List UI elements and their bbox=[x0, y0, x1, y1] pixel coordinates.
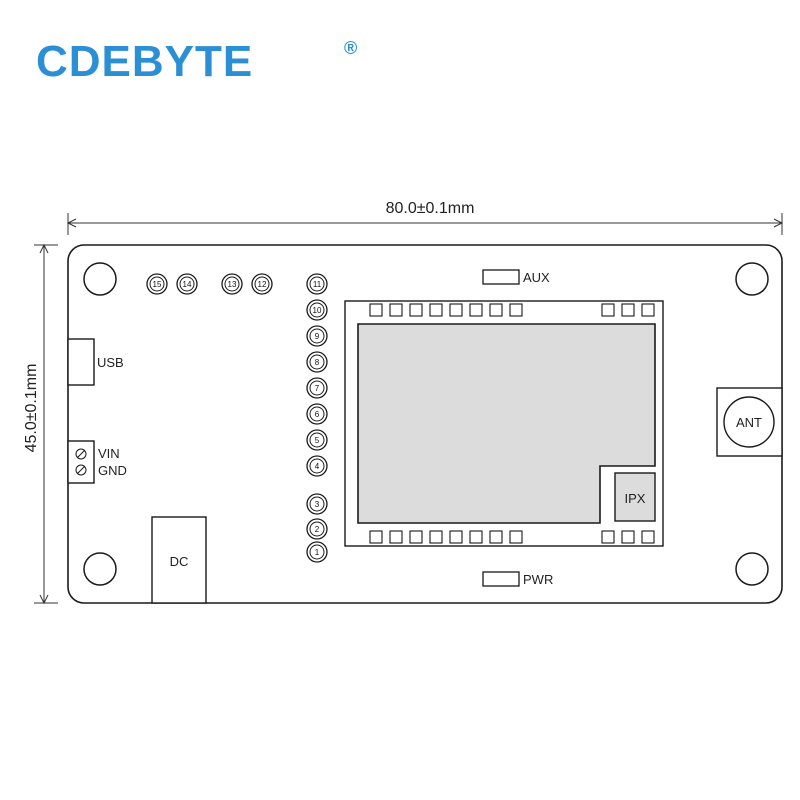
module-pads bbox=[369, 303, 655, 544]
pwr-label: PWR bbox=[523, 572, 553, 587]
pin-number: 14 bbox=[183, 280, 192, 289]
terminal-screw-icon bbox=[75, 448, 87, 476]
module-pad bbox=[489, 303, 503, 317]
pin-number: 1 bbox=[315, 548, 320, 557]
module-pad bbox=[641, 530, 655, 544]
pin-number: 9 bbox=[315, 332, 320, 341]
pin-14: 14 bbox=[176, 273, 198, 295]
pin-number: 5 bbox=[315, 436, 320, 445]
pin-6: 6 bbox=[306, 403, 328, 425]
module-pad bbox=[429, 303, 443, 317]
pin-12: 12 bbox=[251, 273, 273, 295]
module-pad bbox=[409, 530, 423, 544]
pin-number: 7 bbox=[315, 384, 320, 393]
pin-number: 2 bbox=[315, 525, 320, 534]
module-pad bbox=[641, 303, 655, 317]
module-pad bbox=[369, 530, 383, 544]
module-pad bbox=[469, 530, 483, 544]
pwr-led bbox=[482, 571, 520, 587]
module-body bbox=[357, 323, 656, 524]
top-pin-row: 15 14 13 12 bbox=[146, 273, 273, 295]
module-pad bbox=[389, 530, 403, 544]
height-dimension bbox=[34, 243, 58, 605]
power-terminal bbox=[67, 440, 95, 484]
registered-mark: ® bbox=[344, 38, 357, 58]
module-pad bbox=[389, 303, 403, 317]
mounting-hole bbox=[83, 552, 117, 586]
pin-number: 10 bbox=[313, 306, 322, 315]
vin-label: VIN bbox=[98, 446, 120, 461]
module-pad bbox=[621, 303, 635, 317]
ipx-connector bbox=[614, 472, 656, 522]
pin-5: 5 bbox=[306, 429, 328, 451]
mounting-hole bbox=[83, 262, 117, 296]
module-pad bbox=[621, 530, 635, 544]
module-pad bbox=[409, 303, 423, 317]
pin-13: 13 bbox=[221, 273, 243, 295]
pin-number: 11 bbox=[313, 280, 322, 289]
usb-label: USB bbox=[97, 355, 124, 370]
module-pad bbox=[601, 303, 615, 317]
pin-3: 3 bbox=[306, 493, 328, 515]
width-label: 80.0±0.1mm bbox=[386, 200, 475, 217]
height-label: 45.0±0.1mm bbox=[23, 364, 40, 453]
aux-led bbox=[482, 269, 520, 285]
mounting-holes bbox=[83, 262, 769, 586]
module-pad bbox=[369, 303, 383, 317]
module-pad bbox=[429, 530, 443, 544]
pin-10: 10 bbox=[306, 299, 328, 321]
pin-2: 2 bbox=[306, 518, 328, 540]
module-pad bbox=[469, 303, 483, 317]
ant-connector-ring bbox=[723, 396, 775, 448]
pin-7: 7 bbox=[306, 377, 328, 399]
pin-1: 1 bbox=[306, 541, 328, 563]
width-dimension bbox=[66, 213, 784, 235]
brand-logo: CDEBYTE bbox=[36, 37, 253, 86]
mounting-hole bbox=[735, 552, 769, 586]
aux-label: AUX bbox=[523, 270, 550, 285]
pin-number: 6 bbox=[315, 410, 320, 419]
ant-label: ANT bbox=[736, 415, 762, 430]
module-pad bbox=[601, 530, 615, 544]
mounting-hole bbox=[735, 262, 769, 296]
gnd-label: GND bbox=[98, 463, 127, 478]
pin-15: 15 bbox=[146, 273, 168, 295]
pin-number: 8 bbox=[315, 358, 320, 367]
module-pad bbox=[509, 530, 523, 544]
module-pad bbox=[449, 530, 463, 544]
header-pin-column: 11 10 9 8 7 6 5 4 3 2 1 bbox=[306, 273, 328, 563]
dc-jack bbox=[151, 516, 207, 604]
pin-number: 15 bbox=[153, 280, 162, 289]
module-pad bbox=[489, 530, 503, 544]
ipx-label: IPX bbox=[625, 491, 646, 506]
pin-11: 11 bbox=[306, 273, 328, 295]
pin-number: 3 bbox=[315, 500, 320, 509]
pin-number: 13 bbox=[228, 280, 237, 289]
usb-connector bbox=[67, 338, 95, 386]
pin-number: 12 bbox=[258, 280, 267, 289]
module-pad bbox=[509, 303, 523, 317]
module-pad bbox=[449, 303, 463, 317]
pin-8: 8 bbox=[306, 351, 328, 373]
dc-label: DC bbox=[170, 554, 189, 569]
pin-number: 4 bbox=[315, 462, 320, 471]
pin-9: 9 bbox=[306, 325, 328, 347]
pin-4: 4 bbox=[306, 455, 328, 477]
